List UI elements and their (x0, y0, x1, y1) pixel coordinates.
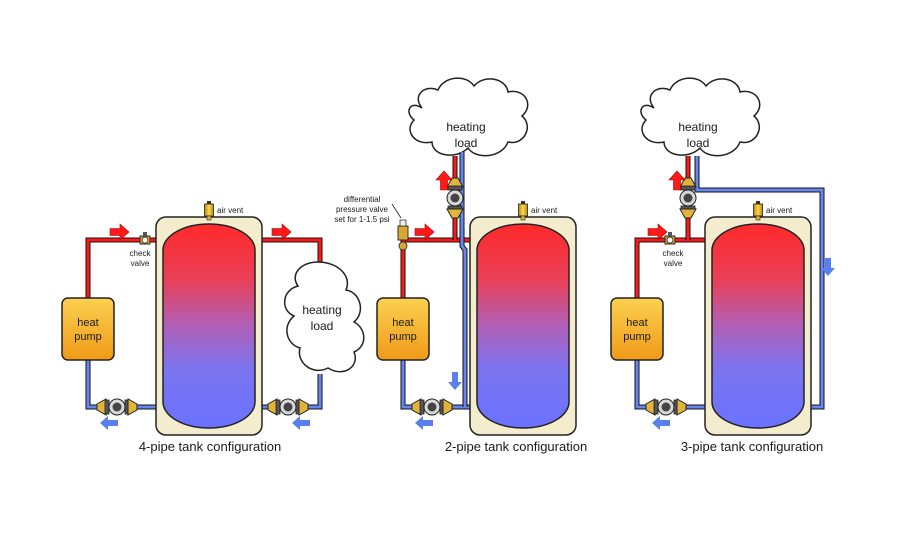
diff-valve-label-3: set for 1-1.5 psi (334, 215, 389, 224)
heat-pump (61, 297, 115, 361)
heat-pump-label-1: heat (392, 317, 413, 329)
flow-arrow-icon (415, 416, 433, 430)
flow-arrow-icon (292, 416, 310, 430)
tank (162, 223, 256, 429)
panel-4-pipe: air vent heat pump check valve heating l… (61, 200, 365, 454)
check-valve-icon (139, 231, 151, 245)
load-label-2: load (311, 319, 334, 333)
panel-caption: 3-pipe tank configuration (681, 439, 823, 454)
load-label-1: heating (446, 120, 485, 134)
diff-valve-label-2: pressure valve (336, 205, 389, 214)
panel-caption: 4-pipe tank configuration (139, 439, 281, 454)
pump-valve-icon (96, 398, 138, 416)
diff-valve-label-1: differential (344, 195, 381, 204)
check-valve-label-2: valve (664, 259, 683, 268)
air-vent-label: air vent (217, 206, 244, 215)
panel-caption: 2-pipe tank configuration (445, 439, 587, 454)
pump-valve-icon (679, 177, 697, 219)
air-vent-label: air vent (531, 206, 558, 215)
heat-pump (376, 297, 430, 361)
heat-pump-label-2: pump (389, 331, 417, 343)
flow-arrow-icon (652, 416, 670, 430)
cloud-icon (640, 77, 761, 157)
heat-pump (610, 297, 664, 361)
pump-valve-icon (267, 398, 309, 416)
load-label-2: load (455, 136, 478, 150)
load-label-2: load (687, 136, 710, 150)
panel-3-pipe: heating load air vent heat pump check va… (610, 77, 835, 454)
heat-pump-label-1: heat (77, 317, 98, 329)
flow-arrow-icon (100, 416, 118, 430)
tank (711, 223, 805, 429)
cloud-icon (284, 261, 365, 373)
heat-pump-label-2: pump (623, 331, 651, 343)
pump-valve-icon (645, 398, 687, 416)
check-valve-label-1: check (663, 249, 685, 258)
check-valve-label-2: valve (131, 259, 150, 268)
load-label-1: heating (678, 120, 717, 134)
heat-pump-label-1: heat (626, 317, 647, 329)
load-label-1: heating (302, 303, 341, 317)
supply-pipe (85, 237, 323, 298)
check-valve-icon (664, 231, 676, 245)
pump-valve-icon (446, 177, 464, 219)
flow-arrow-icon (448, 372, 462, 390)
differential-valve-icon (391, 203, 409, 251)
pump-valve-icon (411, 398, 453, 416)
air-vent-label: air vent (766, 206, 793, 215)
check-valve-label-1: check (130, 249, 152, 258)
tank (476, 223, 570, 429)
panel-2-pipe: heating load air vent heat pump (334, 77, 587, 454)
heat-pump-label-2: pump (74, 331, 102, 343)
return-pipe (634, 156, 825, 410)
cloud-icon (408, 77, 529, 157)
